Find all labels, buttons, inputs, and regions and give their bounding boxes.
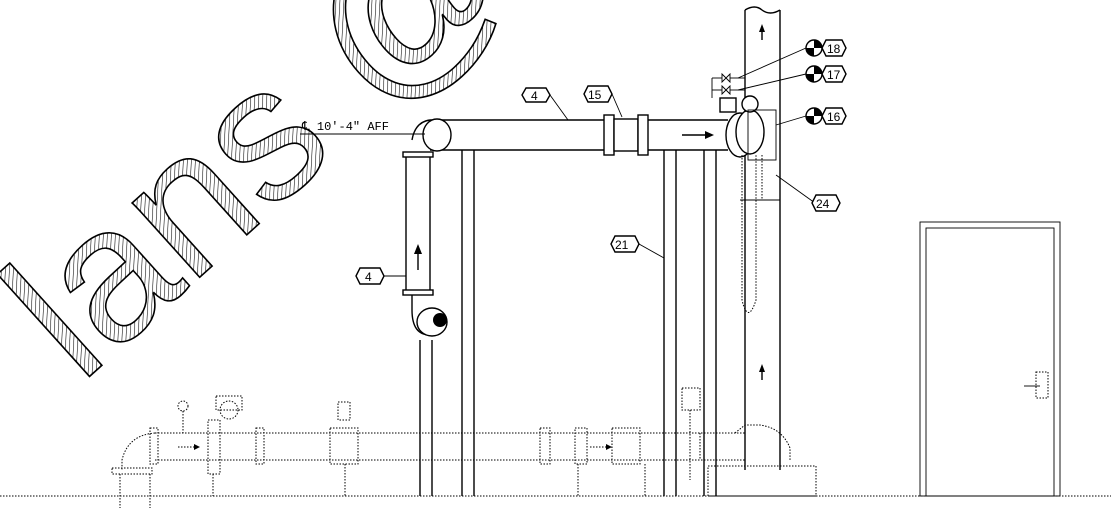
svg-text:16: 16 (827, 110, 841, 124)
vertical-stack (707, 6, 817, 497)
svg-text:4: 4 (531, 89, 538, 103)
left-riser (402, 151, 448, 337)
svg-text:4: 4 (365, 270, 372, 284)
callout-15: 15 (583, 85, 623, 118)
door (919, 221, 1061, 497)
svg-text:15: 15 (588, 88, 602, 102)
callout-18: 18 (737, 39, 847, 79)
callout-16: 16 (775, 107, 847, 126)
elevation-note: ℄ 10'-4" AFF (300, 120, 425, 135)
elevation-note-text: ℄ 10'-4" AFF (301, 120, 389, 134)
callout-4-top: 4 (521, 87, 569, 121)
callout-24: 24 (775, 174, 841, 212)
watermark: lans @ (0, 0, 549, 415)
callout-21: 21 (610, 235, 665, 259)
lower-pipe-run (111, 387, 791, 508)
svg-text:17: 17 (827, 68, 841, 82)
support-columns (419, 150, 717, 496)
svg-text:18: 18 (827, 42, 841, 56)
callout-17: 17 (737, 65, 847, 91)
callout-4-riser: 4 (355, 267, 406, 285)
instrument-taps (711, 72, 745, 98)
overhead-pipe (411, 114, 728, 156)
svg-text:24: 24 (816, 197, 830, 211)
svg-text:21: 21 (615, 238, 629, 252)
